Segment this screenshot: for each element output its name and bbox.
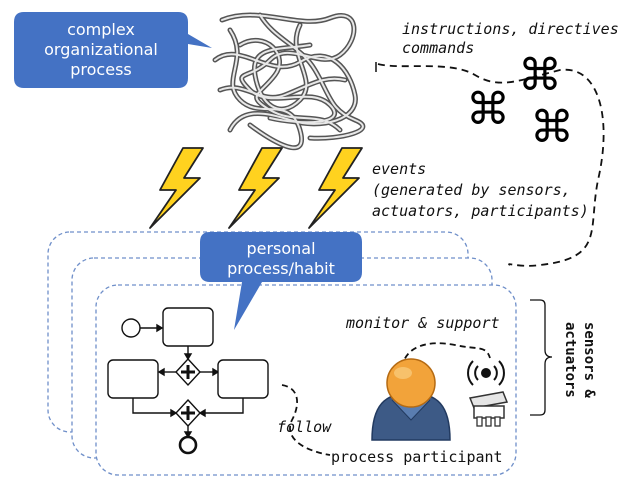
personal-process-line-1: personal <box>246 239 315 258</box>
bpmn-process-model <box>107 307 269 455</box>
monitor-connector <box>401 342 491 369</box>
instructions-label-line-2: commands <box>402 39 474 57</box>
complex-process-callout: complex organizational process <box>14 12 212 88</box>
sensors-actuators-label-line-1: sensors & <box>581 322 597 398</box>
personal-process-line-2: process/habit <box>227 259 335 278</box>
follow-connector <box>281 384 331 456</box>
follow-label: follow <box>277 418 332 436</box>
instructions-label-line-1: instructions, directives, <box>402 20 618 38</box>
monitor-support-label: monitor & support <box>345 314 500 332</box>
instructions-connector <box>377 63 605 267</box>
complex-process-line-1: complex <box>67 20 135 39</box>
person-icon <box>371 358 451 441</box>
tangled-process-icon <box>212 12 366 151</box>
sensors-bracket <box>530 299 553 416</box>
process-participant-label: process participant <box>331 448 503 466</box>
bpmn-end-event <box>178 435 198 455</box>
command-icon-2: ⌘ <box>466 84 510 135</box>
complex-process-line-3: process <box>70 60 131 79</box>
lightning-icon-1 <box>149 147 204 229</box>
events-label-line-2: (generated by sensors, <box>372 181 571 199</box>
plug-actuator-icon <box>468 391 509 427</box>
bpmn-task-3 <box>217 359 269 399</box>
bpmn-start-event <box>121 318 141 338</box>
lightning-icon-2 <box>228 147 283 229</box>
events-label-line-1: events <box>372 160 426 178</box>
command-icon-1: ⌘ <box>518 50 562 101</box>
sensors-actuators-label-line-2: actuators <box>562 322 578 398</box>
complex-process-line-2: organizational <box>44 40 158 59</box>
events-label-line-3: actuators, participants) <box>372 202 589 220</box>
bpmn-task-2 <box>107 359 159 399</box>
command-icon-3: ⌘ <box>530 102 574 153</box>
personal-process-callout: personal process/habit <box>200 232 362 330</box>
lightning-icon-3 <box>308 147 363 229</box>
bpmn-task-1 <box>162 307 214 347</box>
wireless-sensor-icon <box>467 360 505 386</box>
